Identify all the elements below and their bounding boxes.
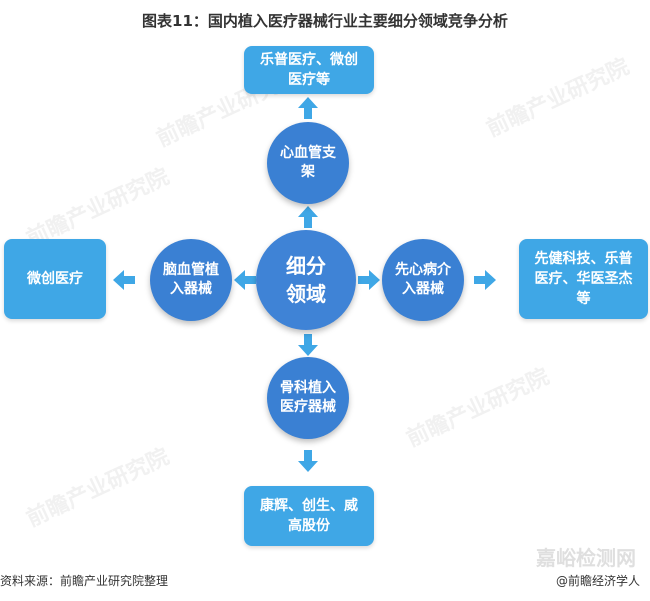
arrow-down-center: [298, 334, 318, 356]
box-label: 乐普医疗、微创医疗等: [260, 52, 358, 88]
box-top-companies: 乐普医疗、微创医疗等: [244, 46, 374, 94]
brand-label: @前瞻经济学人: [555, 574, 640, 588]
watermark: 前瞻产业研究院: [402, 364, 554, 453]
node-label: 心血管支架: [280, 145, 336, 180]
box-left-companies: 微创医疗: [4, 239, 106, 319]
watermark: 前瞻产业研究院: [482, 54, 634, 143]
arrow-right-outer: [474, 270, 496, 290]
box-label: 康辉、创生、威高股份: [260, 498, 358, 534]
node-label: 脑血管植入器械: [163, 262, 219, 297]
arrow-down-bottom: [298, 450, 318, 472]
center-node: 细分领域: [256, 230, 356, 330]
arrow-left-outer: [113, 270, 135, 290]
arrow-right-center: [358, 270, 380, 290]
arrow-left-center: [234, 270, 256, 290]
watermark: 前瞻产业研究院: [22, 444, 174, 533]
center-node-label: 细分领域: [286, 254, 326, 306]
corner-watermark: 嘉峪检测网: [536, 546, 636, 570]
arrow-up-center: [298, 206, 318, 228]
node-orthopedic-implant: 骨科植入医疗器械: [267, 357, 349, 439]
box-bottom-companies: 康辉、创生、威高股份: [244, 486, 374, 546]
chart-title: 图表11：国内植入医疗器械行业主要细分领域竞争分析: [142, 12, 508, 30]
node-cerebrovascular-implant: 脑血管植入器械: [150, 239, 232, 321]
box-label: 先健科技、乐普医疗、华医圣杰等: [534, 251, 633, 307]
box-label: 微创医疗: [27, 271, 83, 287]
arrow-up-top: [298, 97, 318, 119]
node-label: 先心病介入器械: [395, 262, 451, 297]
source-note: 资料来源：前瞻产业研究院整理: [0, 574, 169, 588]
node-congenital-heart-device: 先心病介入器械: [382, 239, 464, 321]
box-right-companies: 先健科技、乐普医疗、华医圣杰等: [519, 239, 648, 319]
node-cardiovascular-stent: 心血管支架: [267, 122, 349, 204]
node-label: 骨科植入医疗器械: [280, 380, 336, 415]
